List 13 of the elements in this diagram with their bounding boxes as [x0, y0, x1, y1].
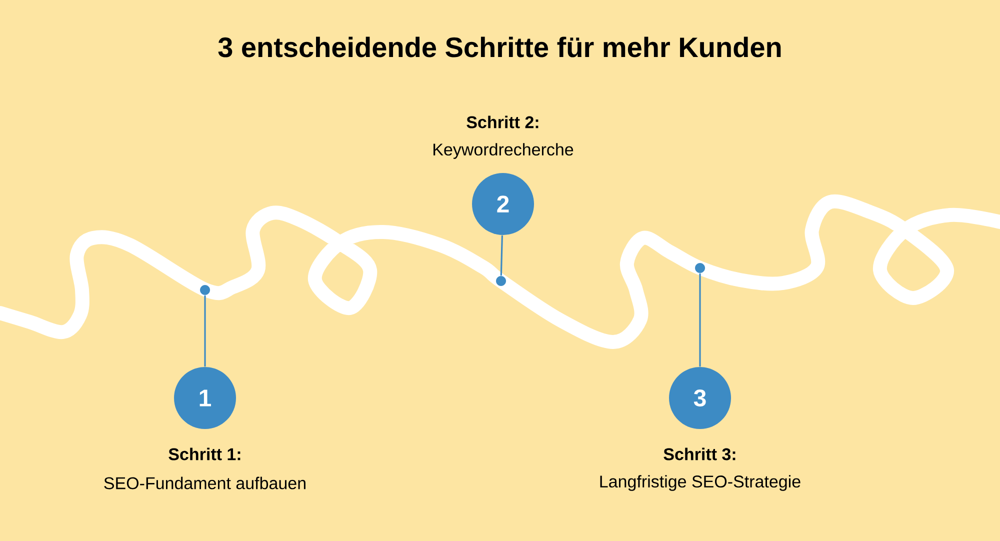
path-dot — [200, 285, 210, 295]
path-dot — [496, 276, 506, 286]
step-description: Keywordrecherche — [434, 143, 574, 159]
step-heading: Schritt 2: — [466, 116, 538, 128]
leader-line — [500, 235, 503, 276]
step-description: SEO-Fundament aufbauen — [104, 476, 306, 490]
step-heading: Schritt 3: — [664, 448, 736, 460]
leader-line — [699, 273, 701, 367]
path-dot — [695, 263, 705, 273]
leader-line — [204, 295, 206, 367]
step-heading: Schritt 1: — [168, 448, 240, 460]
title: 3 entscheidende Schritte für mehr Kunden — [218, 36, 781, 58]
step-description: Langfristige SEO-Strategie — [600, 475, 800, 491]
